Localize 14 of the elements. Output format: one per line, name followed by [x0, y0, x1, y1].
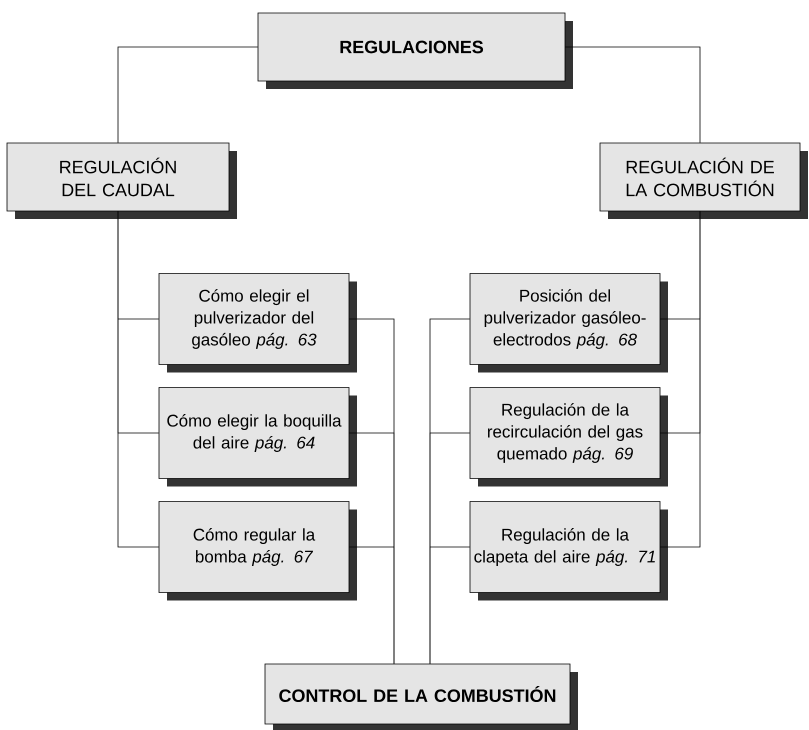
process-box: Posición del pulverizador gasóleo-electrodos pág. 68 — [470, 273, 668, 372]
connector-line — [349, 546, 394, 664]
process-box: Cómo elegir el pulverizador del gasóleo pág. 63 — [158, 273, 357, 372]
connector-line — [430, 546, 470, 664]
process-box: Regulación de la recirculación del gas quemado pág. 69 — [470, 387, 668, 486]
heading-box: REGULACIONES — [258, 12, 573, 89]
connector-line — [118, 46, 258, 143]
process-box: Cómo elegir la boquilla del aire pág. 64 — [158, 387, 357, 486]
process-box: Cómo regular la bomba pág. 67 — [158, 501, 357, 600]
process-box: Regulación de la clapeta del aire pág. 71 — [470, 501, 668, 600]
connector-line — [565, 46, 700, 143]
process-box: REGULACIÓN DE LA COMBUSTIÓN — [600, 142, 808, 219]
heading-box: CONTROL DE LA COMBUSTIÓN — [264, 664, 578, 730]
process-box: REGULACIÓN DEL CAUDAL — [6, 142, 237, 219]
